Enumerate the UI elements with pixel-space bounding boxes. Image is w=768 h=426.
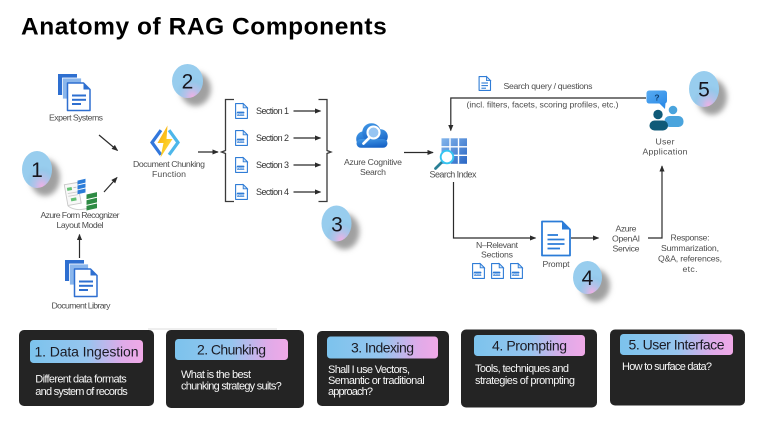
svg-text:1: 1 xyxy=(31,159,43,182)
svg-text:Section 1: Section 1 xyxy=(256,106,289,116)
svg-text:(incl. filters, facets, scorin: (incl. filters, facets, scoring profiles… xyxy=(467,100,619,110)
svg-text:5: 5 xyxy=(698,79,710,102)
svg-text:Summarization,: Summarization, xyxy=(661,243,719,253)
svg-text:Service: Service xyxy=(613,244,640,254)
svg-text:Prompt: Prompt xyxy=(543,259,571,269)
svg-text:How to surface data?: How to surface data? xyxy=(622,361,712,373)
svg-text:Section 4: Section 4 xyxy=(256,187,289,197)
svg-text:2: 2 xyxy=(182,71,194,94)
svg-text:5. User Interface: 5. User Interface xyxy=(629,337,725,353)
svg-text:Sections: Sections xyxy=(481,250,514,260)
svg-text:chunking strategy suits?: chunking strategy suits? xyxy=(181,381,282,393)
svg-text:Section 3: Section 3 xyxy=(256,160,289,170)
svg-text:4. Prompting: 4. Prompting xyxy=(492,338,567,354)
svg-text:3. Indexing: 3. Indexing xyxy=(351,340,414,356)
svg-text:Shall I use Vectors,: Shall I use Vectors, xyxy=(328,364,410,376)
svg-text:Q&A, references,: Q&A, references, xyxy=(658,254,722,264)
svg-text:Expert Systems: Expert Systems xyxy=(49,113,104,123)
svg-text:4: 4 xyxy=(582,267,594,290)
svg-text:Tools, techniques and: Tools, techniques and xyxy=(475,363,569,375)
svg-text:?: ? xyxy=(654,93,659,103)
svg-text:Search Index: Search Index xyxy=(430,170,478,180)
svg-text:etc.: etc. xyxy=(683,264,698,274)
svg-text:Anatomy of RAG Components: Anatomy of RAG Components xyxy=(21,14,387,41)
svg-text:Response:: Response: xyxy=(671,233,710,243)
svg-text:Azure Form Recognizer: Azure Form Recognizer xyxy=(41,210,120,220)
svg-text:1. Data Ingestion: 1. Data Ingestion xyxy=(35,344,139,360)
svg-text:Semantic or traditional: Semantic or traditional xyxy=(328,375,425,387)
svg-text:and system of records: and system of records xyxy=(35,386,128,398)
svg-text:strategies of prompting: strategies of prompting xyxy=(475,375,575,387)
svg-text:2. Chunking: 2. Chunking xyxy=(197,342,266,358)
svg-text:Document Library: Document Library xyxy=(52,301,112,311)
svg-text:approach?: approach? xyxy=(328,386,373,398)
svg-text:OpenAI: OpenAI xyxy=(612,234,640,244)
svg-text:Azure Cognitive: Azure Cognitive xyxy=(344,157,402,167)
svg-text:Azure: Azure xyxy=(616,224,637,234)
svg-text:Search: Search xyxy=(360,167,386,177)
svg-text:Application: Application xyxy=(643,147,688,157)
svg-text:What is the best: What is the best xyxy=(181,369,251,381)
svg-text:3: 3 xyxy=(331,214,343,237)
svg-text:Different data formats: Different data formats xyxy=(35,374,127,386)
svg-text:Layout Model: Layout Model xyxy=(57,220,104,230)
svg-text:N–Relevant: N–Relevant xyxy=(476,240,519,250)
svg-text:Function: Function xyxy=(152,169,186,179)
svg-text:User: User xyxy=(656,137,675,147)
svg-text:Search query / questions: Search query / questions xyxy=(504,81,594,91)
svg-text:Document Chunking: Document Chunking xyxy=(133,159,205,169)
svg-text:Section 2: Section 2 xyxy=(256,133,289,143)
